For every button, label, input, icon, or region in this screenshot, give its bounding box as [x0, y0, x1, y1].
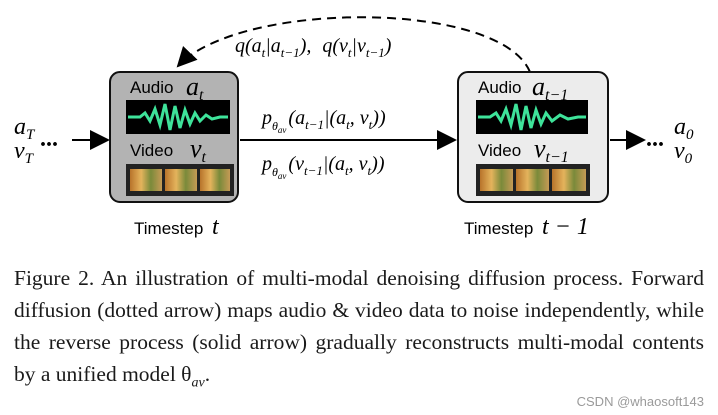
- caption-end: .: [204, 362, 211, 386]
- box-t-video-label: Video: [130, 141, 173, 160]
- caption-label: Figure 2.: [14, 266, 95, 290]
- caption-theta-sub: av: [191, 375, 205, 391]
- box-t-waveform-line: [128, 103, 228, 131]
- input-ellipsis: ...: [40, 126, 58, 152]
- reverse-video-label: pθav(vt−1|(at, vt)): [260, 153, 385, 181]
- box-t-filmstrip: [126, 164, 234, 196]
- box-t1-video-var: vt−1: [534, 134, 569, 166]
- box-t-timestep: Timestep t: [134, 214, 220, 240]
- watermark: CSDN @whaosoft143: [576, 394, 704, 409]
- box-t1-audio-label: Audio: [478, 78, 521, 97]
- box-t-audio-label: Audio: [130, 78, 173, 97]
- forward-diffusion-arrow: [176, 16, 531, 73]
- caption-text: An illustration of multi-modal denoising…: [14, 266, 704, 386]
- figure-caption: Figure 2. An illustration of multi-modal…: [14, 262, 704, 399]
- box-t1-filmstrip: [476, 164, 590, 196]
- box-t1-video-label: Video: [478, 141, 521, 160]
- output-ellipsis: ...: [646, 126, 664, 152]
- box-t1-waveform-line: [478, 103, 586, 131]
- forward-diffusion-label: q(at|at−1), q(vt|vt−1): [235, 35, 392, 60]
- reverse-audio-label: pθav(at−1|(at, vt)): [260, 107, 386, 135]
- box-t1-timestep: Timestep t − 1: [464, 214, 589, 240]
